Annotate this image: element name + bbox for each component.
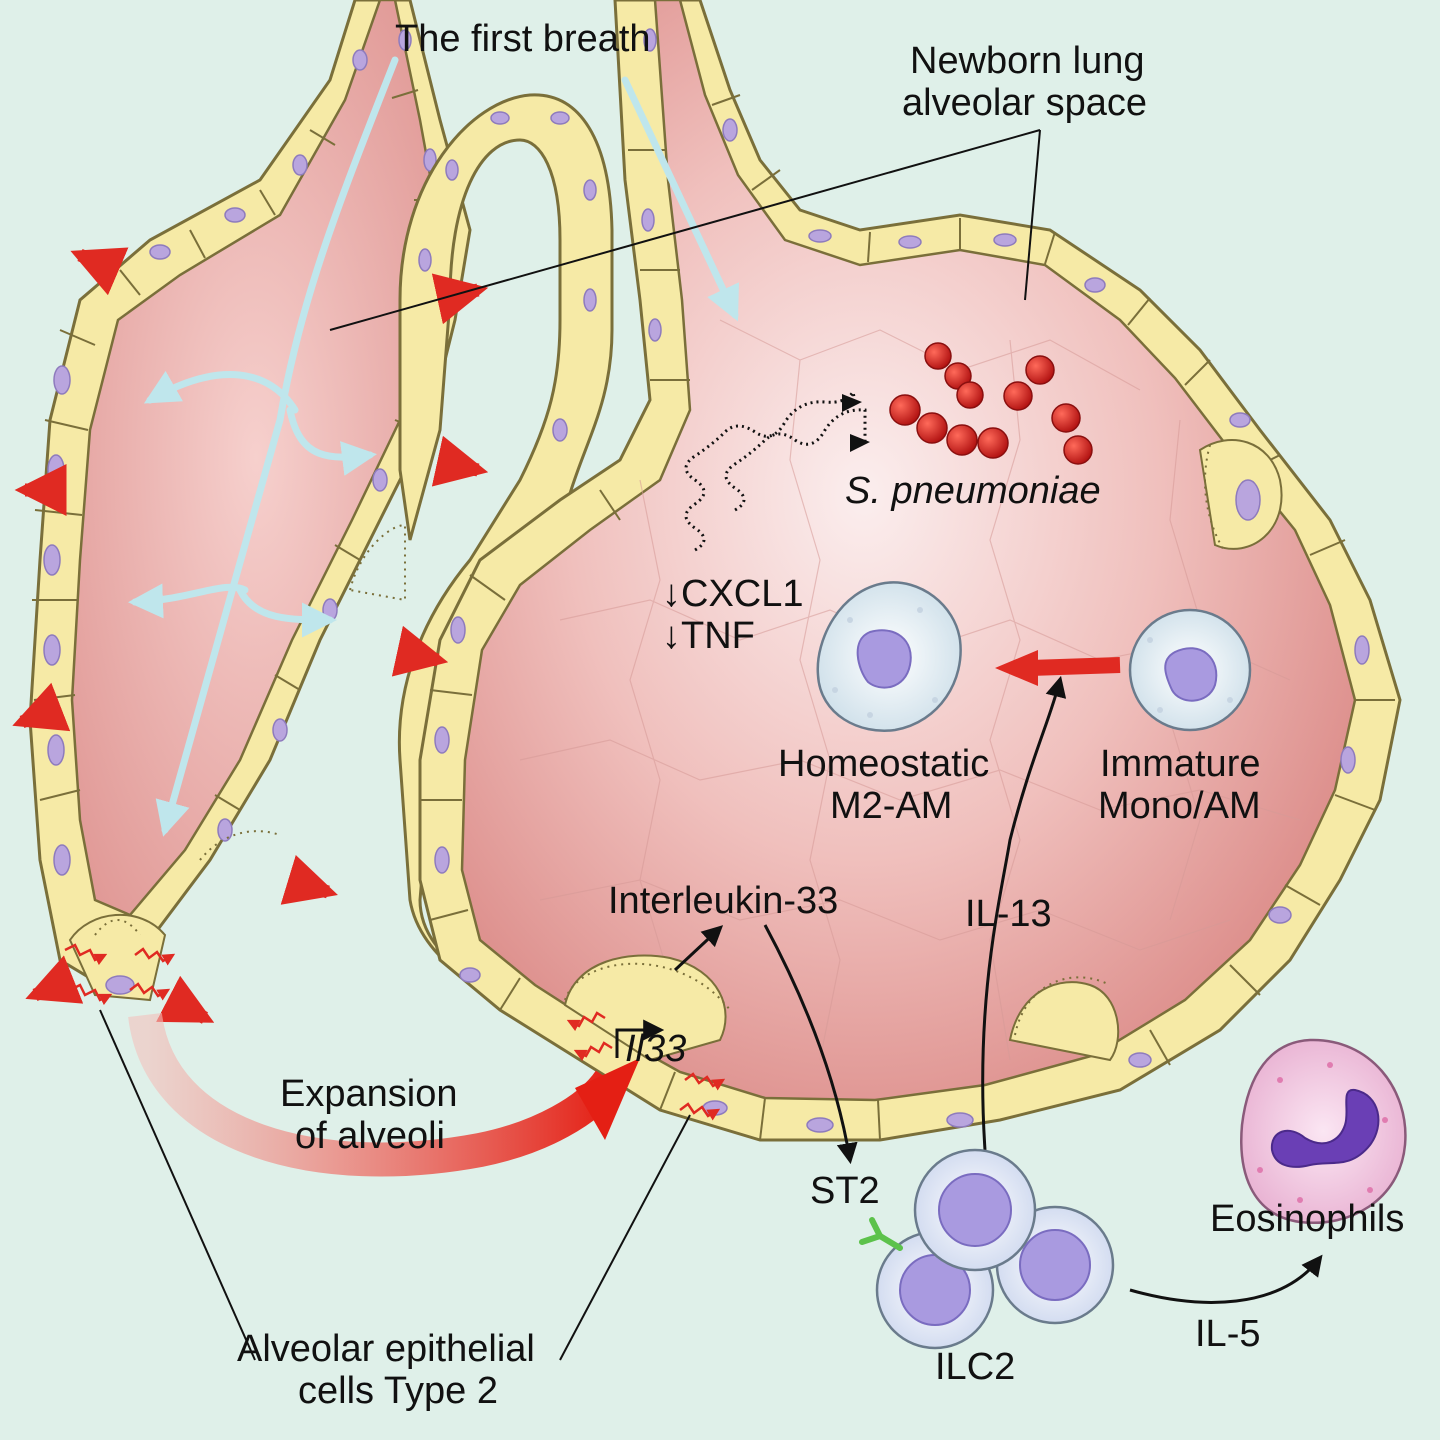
- immature-label-line2: Mono/AM: [1098, 785, 1261, 827]
- il33-release-arrow: [673, 925, 724, 972]
- expansion-label-line2: of alveoli: [295, 1115, 445, 1157]
- il13-label: IL-13: [965, 893, 1052, 935]
- signal-arrows-dotted: [684, 388, 867, 552]
- il13-arrow: [981, 675, 1067, 1151]
- ilc2-label: ILC2: [935, 1346, 1016, 1388]
- stretch-signals: [64, 943, 726, 1121]
- s-pneumoniae-label: S. pneumoniae: [845, 470, 1101, 512]
- eosinophil-cell: [1240, 1038, 1407, 1225]
- homeostatic-label-line1: Homeostatic: [778, 743, 990, 785]
- il33-gene-promoter: [615, 1019, 665, 1058]
- immature-label-line1: Immature: [1100, 743, 1261, 785]
- air-flow-arrows: [128, 56, 739, 837]
- aec2-label-line2: cells Type 2: [298, 1370, 498, 1412]
- homeostatic-m2-am-cell: [816, 581, 962, 732]
- st2-label: ST2: [810, 1170, 880, 1212]
- main-alveolus: [418, 0, 1402, 1142]
- st2-receptor: [859, 1217, 903, 1251]
- interleukin33-label: Interleukin-33: [608, 880, 839, 922]
- homeostatic-label-line2: M2-AM: [830, 785, 953, 827]
- il5-arrow: [1129, 1254, 1323, 1304]
- leader-lines: [99, 129, 1041, 1361]
- s-pneumoniae-bacteria: [889, 342, 1093, 465]
- aec2-label-line1: Alveolar epithelial: [237, 1328, 535, 1370]
- aec2-cells-main: [563, 439, 1283, 1062]
- aec2-cells-left: [68, 523, 406, 1002]
- expansion-label-line1: Expansion: [280, 1073, 458, 1115]
- immature-mono-am-cell: [1128, 608, 1252, 732]
- eosinophils-label: Eosinophils: [1210, 1198, 1405, 1240]
- first-breath-label: The first breath: [395, 18, 651, 60]
- il5-label: IL-5: [1195, 1313, 1261, 1355]
- alveolar-space-label-line1: Newborn lung: [910, 40, 1145, 82]
- alveolar-space-label-line2: alveolar space: [902, 82, 1148, 124]
- expansion-arrow: [128, 1012, 625, 1177]
- cxcl1-label: ↓CXCL1: [662, 573, 804, 615]
- ilc2-cells: [875, 1148, 1115, 1350]
- differentiation-arrow: [1029, 657, 1121, 676]
- il33-gene-label: Il33: [625, 1028, 687, 1070]
- main-alveolus-lumen: [460, 0, 1357, 1102]
- il33-to-st2-arrow: [763, 924, 858, 1165]
- tnf-label: ↓TNF: [662, 615, 755, 657]
